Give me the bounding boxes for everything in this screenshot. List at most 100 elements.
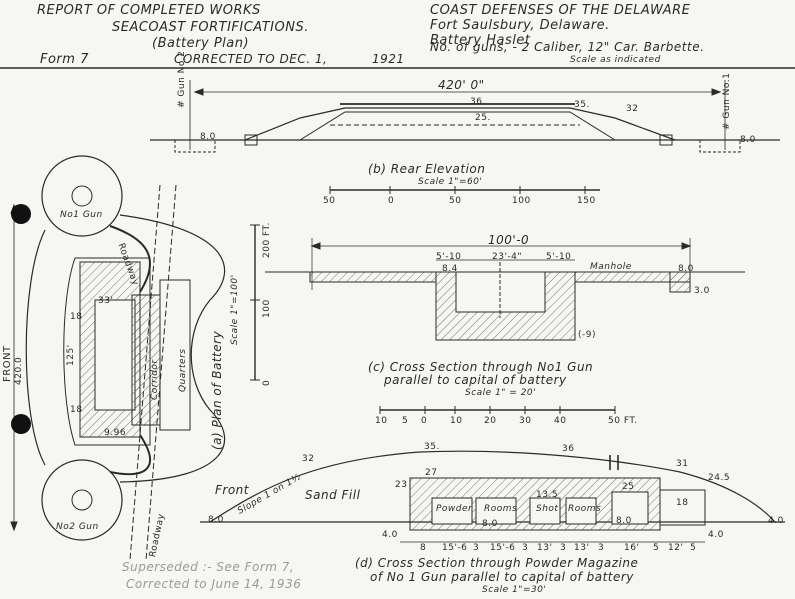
plan-dimension: 33'	[98, 296, 114, 306]
section-d-elev-35: 35.	[424, 442, 440, 452]
front-dimension: 420.0	[14, 356, 24, 385]
cross-section-d-drawing	[200, 450, 785, 543]
section-c-scale-tick: 40	[554, 416, 567, 426]
section-d-bottom-dim: 5	[653, 543, 660, 553]
corrected-date: CORRECTED TO DEC. 1,	[174, 52, 328, 66]
plan-title: (a) Plan of Battery	[210, 330, 224, 450]
battery-plan-label: (Battery Plan)	[152, 36, 250, 51]
section-d-elev-36: 36	[562, 444, 575, 454]
rear-scale-tick: 50	[323, 196, 336, 206]
rear-elevation-scale: Scale 1"=60'	[418, 177, 483, 187]
section-d-elev-24-5: 24.5	[708, 473, 731, 483]
rear-elev-8-right: 8.0	[740, 135, 756, 145]
section-d-elev-8-0: 8.0	[482, 519, 498, 529]
section-d-title-2: of No 1 Gun parallel to capital of batte…	[370, 570, 634, 584]
rear-elev-8-left: 8.0	[200, 132, 216, 142]
corridor-label: Corridor	[150, 359, 160, 400]
section-d-elev-13-5: 13.5	[536, 490, 559, 500]
report-subtitle: SEACOAST FORTIFICATIONS.	[112, 20, 309, 35]
section-d-elev-18: 18	[676, 498, 689, 508]
section-d-elev-25: 25	[622, 482, 635, 492]
room-label: Rooms	[484, 504, 518, 514]
section-c-dim-b: 23'-4"	[492, 252, 523, 262]
section-d-elev-4-0: 4.0	[382, 530, 398, 540]
front-label: FRONT	[2, 345, 13, 382]
section-d-bottom-dim: 16'	[624, 543, 640, 553]
plan-dimension: 125'	[66, 344, 76, 366]
section-d-title-1: (d) Cross Section through Powder Magazin…	[355, 556, 639, 570]
section-d-elev-32: 32	[302, 454, 315, 464]
plan-dimension: 18	[70, 405, 83, 415]
rear-scale-tick: 50	[449, 196, 462, 206]
plan-scale: Scale 1"=100'	[230, 274, 240, 345]
front-annotation: Front	[215, 483, 249, 497]
section-c-dim-c: 5'-10	[546, 252, 572, 262]
section-d-bottom-dim: 15'-6	[490, 543, 516, 553]
section-c-dimension: 100'-0	[488, 233, 530, 247]
section-c-elev-80: 8.0	[678, 264, 694, 274]
guns-caliber: No. of guns, - 2 Caliber, 12" Car. Barbe…	[430, 40, 705, 54]
section-d-bottom-dim: 13'	[574, 543, 590, 553]
section-d-elev-4-0: 4.0	[768, 516, 784, 526]
section-d-bottom-dim: 3	[522, 543, 529, 553]
room-label: Powder	[436, 504, 473, 514]
room-label: Rooms	[568, 504, 602, 514]
plan-scale-tick: 100	[262, 299, 272, 318]
section-c-scale-tick: 5	[402, 416, 409, 426]
plan-dimension: 18	[70, 312, 83, 322]
section-d-bottom-dim: 5	[690, 543, 697, 553]
section-d-elev-27: 27	[425, 468, 438, 478]
room-label: Shot	[536, 504, 559, 514]
section-c-title-1: (c) Cross Section through No1 Gun	[368, 360, 594, 374]
section-c-scale-tick: 20	[484, 416, 497, 426]
section-c-scale: Scale 1" = 20'	[465, 388, 537, 398]
section-d-scale: Scale 1"=30'	[482, 585, 547, 595]
section-c-scale-tick: 50 FT.	[608, 416, 638, 426]
section-d-elev-8-0: 8.0	[616, 516, 632, 526]
superseded-note-2: Corrected to June 14, 1936	[126, 577, 302, 591]
scale-note: Scale as indicated	[570, 55, 661, 65]
rear-scale-tick: 150	[577, 196, 596, 206]
rear-elev-36: 36.	[470, 97, 486, 107]
form-number: Form 7	[40, 52, 89, 67]
gun-no1-marker: # Gun No.1	[722, 72, 732, 130]
plan-scale-tick: 0	[262, 379, 272, 386]
section-d-bottom-dim: 13'	[537, 543, 553, 553]
rear-elev-35: 35.	[574, 100, 590, 110]
rear-elev-32: 32	[626, 104, 639, 114]
gun-no2-label: No2 Gun	[56, 522, 99, 532]
fort-name: Fort Saulsbury, Delaware.	[430, 18, 610, 33]
cross-section-c-drawing	[265, 238, 745, 414]
section-c-scale-tick: 10	[375, 416, 388, 426]
section-c-elev-30: 3.0	[694, 286, 710, 296]
manhole-label: Manhole	[590, 262, 632, 272]
superseded-note-1: Superseded :- See Form 7,	[122, 560, 295, 574]
plan-drawing	[10, 155, 260, 561]
section-d-elev-31: 31	[676, 459, 689, 469]
plan-dimension: 9.96	[104, 428, 127, 438]
section-d-elev-8-0: 8.0	[208, 515, 224, 525]
gun-no2-marker: # Gun No.2	[177, 50, 187, 108]
section-d-elev-4-0: 4.0	[708, 530, 724, 540]
corrected-year: 1921	[372, 52, 405, 66]
section-d-bottom-dim: 3	[598, 543, 605, 553]
rear-elevation-title: (b) Rear Elevation	[368, 162, 486, 176]
rear-elevation-dimension: 420' 0"	[438, 78, 485, 92]
section-c-scale-tick: 10	[450, 416, 463, 426]
report-title: REPORT OF COMPLETED WORKS	[37, 3, 261, 18]
rear-elev-25: 25.	[475, 113, 491, 123]
coast-defenses-title: COAST DEFENSES OF THE DELAWARE	[430, 3, 691, 18]
section-c-scale-tick: 0	[421, 416, 428, 426]
section-d-bottom-dim: 8	[420, 543, 427, 553]
section-d-bottom-dim: 3	[560, 543, 567, 553]
section-c-elev-m9: (-9)	[578, 330, 596, 340]
section-d-bottom-dim: 3	[473, 543, 480, 553]
rear-elevation-drawing	[150, 80, 780, 194]
rear-scale-tick: 100	[512, 196, 531, 206]
quarters-label: Quarters	[178, 348, 188, 392]
section-d-elev-23: 23	[395, 480, 408, 490]
sand-fill-label: Sand Fill	[305, 488, 361, 502]
section-c-title-2: parallel to capital of battery	[384, 373, 567, 387]
section-d-bottom-dim: 12'	[668, 543, 684, 553]
